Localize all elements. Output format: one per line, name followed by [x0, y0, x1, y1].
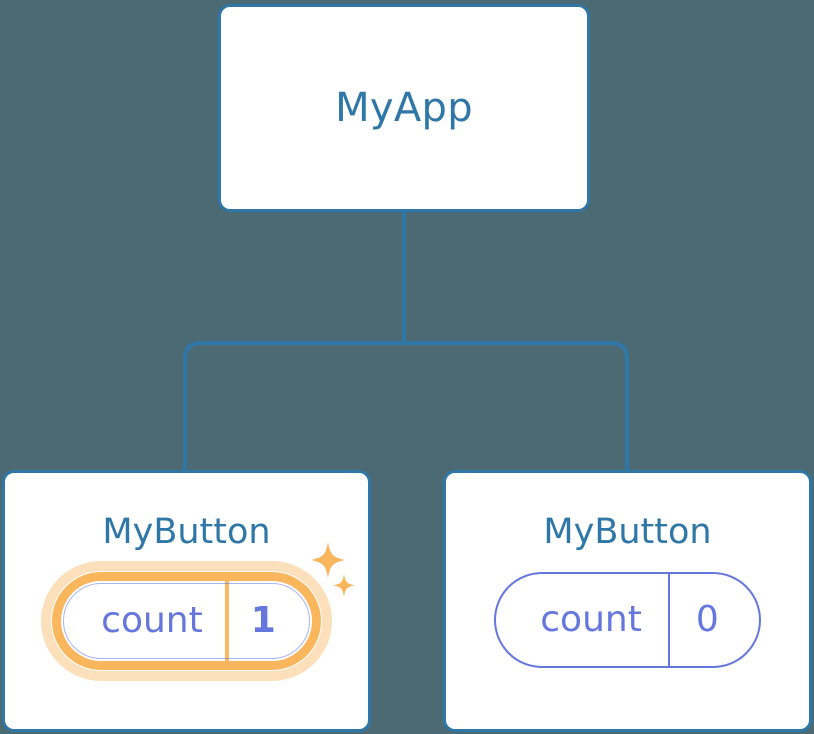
node-card-child-0[interactable]: MyButton count 1 [2, 470, 371, 732]
node-card-child-1[interactable]: MyButton count 0 [443, 470, 812, 732]
node-card-root[interactable]: MyApp [218, 4, 590, 212]
state-pill-wrapper: count 1 [41, 542, 355, 681]
state-pill[interactable]: count 1 [52, 572, 321, 670]
child-node-title: MyButton [102, 512, 271, 552]
state-key-label: count [540, 599, 642, 640]
root-node-title: MyApp [335, 85, 473, 131]
state-key-label: count [101, 600, 203, 641]
sparkle-small-icon [332, 574, 355, 597]
state-value-label: 1 [224, 581, 312, 661]
sparkle-large-icon [310, 542, 345, 578]
child-node-title: MyButton [543, 512, 712, 552]
edge-to-right-child [404, 341, 629, 472]
state-pill[interactable]: count 0 [494, 572, 761, 668]
state-value-label: 0 [667, 574, 759, 666]
edge-to-left-child [183, 341, 404, 472]
state-pill-wrapper: count 0 [494, 572, 761, 668]
